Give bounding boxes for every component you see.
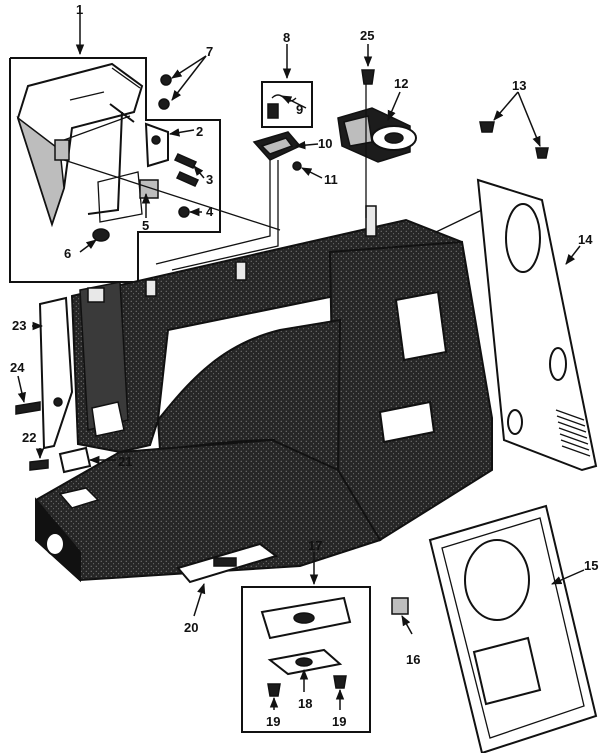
throat-plate-17 [260,596,352,640]
callout-14: 14 [578,232,593,247]
callout-2: 2 [196,124,203,139]
cover-spring-clip [144,122,169,168]
assembly-lines [63,84,487,271]
callout-21: 21 [118,454,132,469]
callout-6: 6 [64,246,71,261]
face-plate [38,296,74,450]
machine-body-casting [35,205,493,583]
callout-17: 17 [308,538,322,553]
thread-guide-bracket [252,131,302,161]
cover-latch-16 [391,597,409,615]
callout-16: 16 [406,652,420,667]
top-cover [16,62,144,228]
callout-19-left: 19 [266,714,280,729]
callout-23: 23 [12,318,26,333]
top-cover-group-box [9,57,221,283]
callout-22: 22 [22,430,36,445]
callout-11: 11 [324,172,338,187]
callout-7: 7 [206,44,213,59]
guide-screw-11 [292,161,302,171]
bracket-screw-22 [29,459,49,471]
hinge-bracket-21 [58,446,92,474]
hinge-screw-4 [178,206,190,218]
callout-15: 15 [584,558,598,573]
slide-plate-20 [176,542,279,584]
callout-1: 1 [76,2,83,17]
front-cover [428,504,598,753]
throat-plate-screw-19 [267,675,347,697]
rear-cover [476,178,598,472]
feed-dog-18 [267,648,343,676]
callout-8: 8 [283,30,290,45]
callout-9: 9 [296,102,303,117]
callout-24: 24 [10,360,25,375]
callout-13: 13 [512,78,526,93]
cover-screw-7 [158,74,172,110]
rear-cover-screw-13 [479,121,549,159]
cover-knob [92,228,110,242]
face-plate-screw-24 [15,401,41,415]
bobbin-winder [337,107,417,163]
throat-plate-group-box [241,586,371,733]
callout-20: 20 [184,620,198,635]
callout-3: 3 [206,172,213,187]
winder-screw-25 [361,69,375,85]
callout-12: 12 [394,76,408,91]
callout-19-right: 19 [332,714,346,729]
callout-10: 10 [318,136,332,151]
callout-5: 5 [142,218,149,233]
hinge-screw-3 [173,153,200,187]
callout-4: 4 [206,204,214,219]
callout-labels: 1 2 3 4 5 6 7 8 9 10 11 12 13 14 15 16 1… [10,2,598,729]
tension-spring [267,94,297,119]
callout-25: 25 [360,28,374,43]
thread-tension-group-box [261,81,313,128]
callout-18: 18 [298,696,312,711]
leader-lines [17,14,585,710]
